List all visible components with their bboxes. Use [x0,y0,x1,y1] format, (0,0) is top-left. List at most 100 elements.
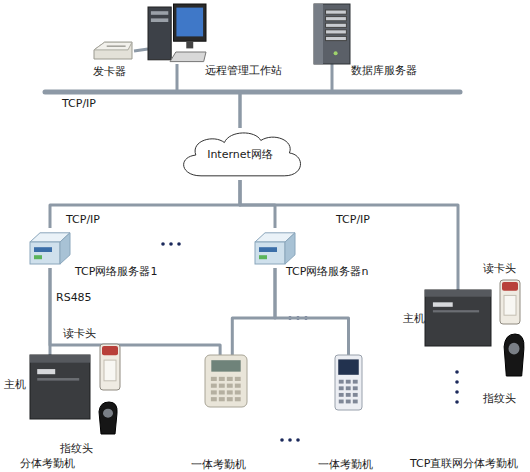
internet-cloud: Internet网络 [175,128,305,180]
protocol-label: TCP/IP [336,213,370,226]
attendance-terminal-part [211,360,240,371]
network-wire [50,268,220,355]
attendance-terminal-part [211,384,217,388]
host-unit-part [425,290,491,297]
workstation-part [186,41,193,48]
database-server-part [326,36,347,40]
ellipsis-dot [161,242,165,246]
fingerprint-head: 指纹头 [98,402,118,434]
fingerprint-head-part [103,409,113,418]
attendance-terminal-part [227,384,233,388]
host-unit-part [425,290,491,346]
card-issuer-icon [94,42,132,59]
network-wire [232,268,275,355]
attendance-terminal-part [227,377,233,381]
card-reader-part [102,346,118,355]
database-server-icon [314,4,350,64]
database-server-part [326,30,347,34]
ellipsis-dot [455,400,459,404]
host-unit-part [30,355,90,419]
attendance-terminal: 一体考勤机 [335,355,362,410]
workstation-part [148,7,171,60]
device-label: 一体考勤机 [318,458,373,471]
ellipsis-dot [280,438,284,442]
card-issuer-part [107,46,126,47]
database-server-part [326,10,347,14]
attendance-terminal-part [335,355,362,410]
card-reader-part [104,360,116,381]
workstation: 远程管理工作站 [148,4,206,64]
network-wire [240,180,458,290]
tcp-server-icon [255,233,295,264]
tcp-server-icon [30,233,70,264]
attendance-terminal-part [219,384,225,388]
attendance-terminal-part [211,397,217,401]
card-reader-part [502,282,518,291]
device-label: 发卡器 [93,65,126,78]
fingerprint-head-part [504,334,524,376]
attendance-terminal-part [235,384,241,388]
tcp-server-part [30,242,60,264]
workstation-part [151,18,168,22]
device-label: TCP网络服务器1 [75,265,157,278]
device-label: 读卡头 [63,327,96,340]
tcp-server-part [259,255,267,259]
card-reader-shape [100,344,120,390]
tcp-server-part [285,233,295,264]
attendance-terminal-part [235,397,241,401]
ellipsis-dot [455,380,459,384]
tcp-server-part [255,242,285,264]
group-caption: 分体考勤机 [20,457,75,470]
attendance-terminal-part [353,386,358,390]
attendance-terminal-part [211,377,217,381]
attendance-terminal-part [211,390,217,394]
fingerprint-head-icon [99,402,117,434]
attendance-terminal-part [339,393,344,397]
device-label: TCP网络服务器n [286,265,368,278]
database-server-part [326,17,347,21]
ellipsis-dot [455,370,459,374]
host-unit-icon [30,355,90,419]
edge-layer [50,49,458,355]
ellipsis-dot [288,438,292,442]
attendance-terminal-part [353,400,358,404]
tcp-server: TCP网络服务器1 [30,228,70,268]
attendance-terminal-shape [335,355,362,410]
network-wire [275,268,349,355]
host-unit: 主机 [30,355,90,419]
network-wire [134,49,148,51]
host-unit-part [30,355,90,363]
device-label: 主机 [4,378,26,391]
ellipsis-dot [455,390,459,394]
host-unit-part [37,369,55,374]
attendance-terminal-part [205,355,247,407]
attendance-terminal-part [346,393,351,397]
database-server-part [314,4,350,64]
attendance-terminal-part [235,377,241,381]
protocol-label: TCP/IP [66,213,100,226]
tcp-server: TCP网络服务器n [255,228,295,268]
attendance-terminal-part [338,359,359,374]
attendance-terminal-part [227,397,233,401]
tcp-server-part [60,233,70,264]
host-unit-shape [425,290,491,346]
workstation-shape [148,4,206,64]
ellipsis-dot [177,242,181,246]
device-label: 数据库服务器 [351,64,417,77]
database-server-shape [314,4,350,64]
database-server-part [326,23,347,27]
attendance-terminal-part [339,380,344,384]
workstation-part [170,52,206,62]
host-unit-part [433,302,453,306]
attendance-terminal-part [353,393,358,397]
tcp-server-part [34,247,52,252]
card-reader: 读卡头 [100,344,120,390]
group-caption: TCP直联网分体考勤机 [410,457,518,470]
attendance-terminal-part [339,400,344,404]
protocol-label: TCP/IP [62,97,96,110]
device-label: 主机 [403,312,425,325]
card-issuer-shape [92,40,134,62]
host-unit-shape [30,355,90,419]
tcp-server-part [34,255,42,259]
card-reader-part [100,344,120,390]
